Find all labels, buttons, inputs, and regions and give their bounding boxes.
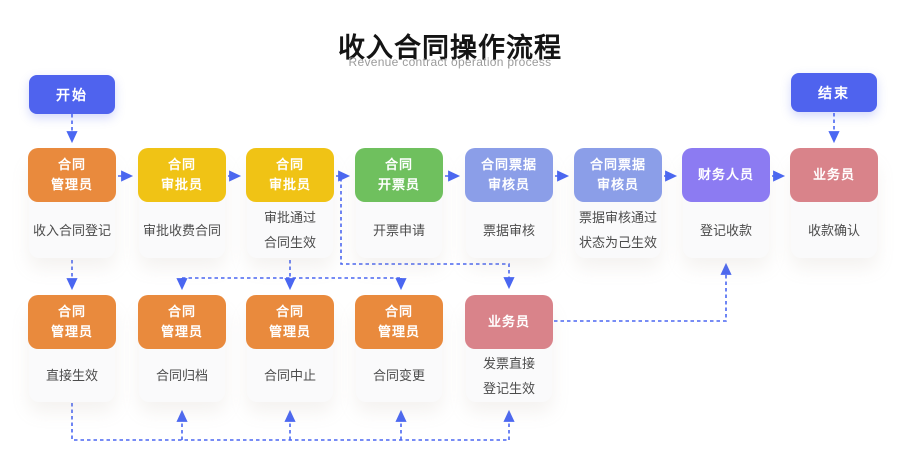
role-header: 合同票据 审核员 — [465, 148, 553, 202]
role-header: 合同票据 审核员 — [574, 148, 662, 202]
role-header: 业务员 — [790, 148, 878, 202]
page-title: 收入合同操作流程 — [338, 33, 562, 63]
role-header: 合同 管理员 — [355, 295, 443, 349]
end-node: 结束 — [791, 73, 877, 112]
node-admin-change: 合同变更 合同 管理员 — [355, 295, 443, 402]
role-header: 业务员 — [465, 295, 553, 349]
node-admin-suspend: 合同中止 合同 管理员 — [246, 295, 334, 402]
node-contract-admin-register: 收入合同登记 合同 管理员 — [28, 148, 116, 258]
node-admin-direct-effective: 直接生效 合同 管理员 — [28, 295, 116, 402]
role-header: 合同 开票员 — [355, 148, 443, 202]
node-bill-auditor-passed: 票据审核通过 状态为己生效 合同票据 审核员 — [574, 148, 662, 258]
role-header: 合同 审批员 — [138, 148, 226, 202]
node-sales-invoice-direct: 发票直接 登记生效 业务员 — [465, 295, 553, 402]
node-bill-auditor-review: 票据审核 合同票据 审核员 — [465, 148, 553, 258]
start-node: 开始 — [29, 75, 115, 114]
role-header: 合同 审批员 — [246, 148, 334, 202]
role-header: 合同 管理员 — [138, 295, 226, 349]
role-header: 财务人员 — [682, 148, 770, 202]
role-header: 合同 管理员 — [28, 148, 116, 202]
node-sales-confirm: 收款确认 业务员 — [790, 148, 878, 258]
role-header: 合同 管理员 — [246, 295, 334, 349]
node-admin-archive: 合同归档 合同 管理员 — [138, 295, 226, 402]
node-approver-effective: 审批通过 合同生效 合同 审批员 — [246, 148, 334, 258]
role-header: 合同 管理员 — [28, 295, 116, 349]
page-subtitle: Revenue contract operation process — [348, 55, 552, 69]
node-finance-record: 登记收款 财务人员 — [682, 148, 770, 258]
node-invoicer-apply: 开票申请 合同 开票员 — [355, 148, 443, 258]
node-approver-review: 审批收费合同 合同 审批员 — [138, 148, 226, 258]
